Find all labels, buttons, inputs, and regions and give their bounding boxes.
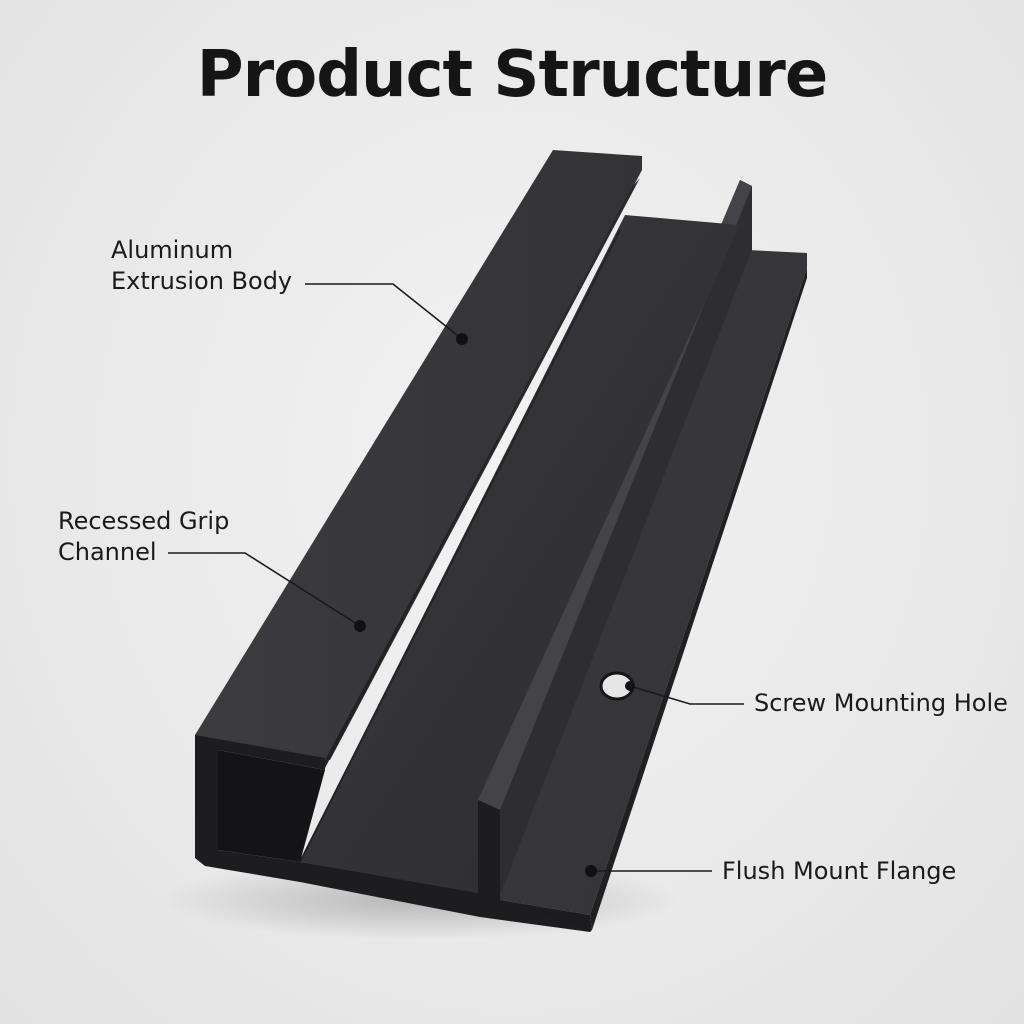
callout-flange-line1: Flush Mount Flange: [722, 857, 957, 885]
anchor-dot-channel: [354, 620, 366, 632]
leader-body: [305, 283, 463, 340]
callout-aluminum-extrusion-body: Aluminum Extrusion Body: [111, 235, 292, 297]
leader-channel: [168, 552, 361, 627]
flange-side-edge: [590, 268, 807, 930]
callout-screw-mounting-hole: Screw Mounting Hole: [754, 688, 1008, 719]
hook-top-face: [195, 150, 642, 760]
cross-section-end: [195, 735, 592, 932]
channel-floor: [300, 215, 740, 895]
leader-hole: [629, 685, 744, 705]
cross-section-inner: [218, 750, 325, 862]
flange-top-face: [500, 250, 807, 915]
callout-body-line1: Aluminum: [111, 236, 234, 264]
anchor-dot-hole: [625, 681, 635, 691]
callout-channel-line1: Recessed Grip: [58, 507, 230, 535]
anchor-dot-body: [456, 333, 468, 345]
callout-recessed-grip-channel: Recessed Grip Channel: [58, 506, 229, 568]
right-wall-face: [478, 180, 752, 895]
diagram-title: Product Structure: [196, 38, 829, 112]
callout-channel-line2: Channel: [58, 538, 157, 566]
anchor-dot-flange: [585, 865, 597, 877]
callout-flush-mount-flange: Flush Mount Flange: [722, 856, 956, 887]
callout-hole-line1: Screw Mounting Hole: [754, 689, 1008, 717]
channel-groove-line: [299, 229, 621, 863]
callout-body-line2: Extrusion Body: [111, 267, 293, 295]
